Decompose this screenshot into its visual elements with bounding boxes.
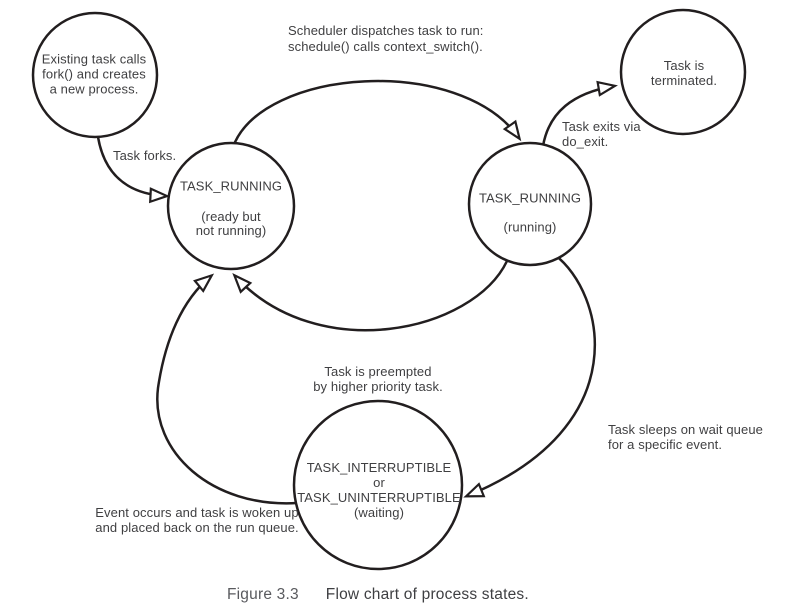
edge-event-occurs-arrow [156,273,298,505]
node-title-task-running-ready: TASK_RUNNING [179,178,283,194]
node-subtitle-task-running-ready: (ready but not running) [195,209,267,238]
state-circle-task-terminated [619,8,747,136]
edge-task-preempted-arrow [232,260,509,332]
edge-label-scheduler-dispatches: Scheduler dispatches task to run: schedu… [288,23,484,54]
edge-task-exits-arrow [541,80,618,147]
node-subtitle-task-running: (running) [503,219,557,235]
node-label-existing-task: Existing task calls fork() and creates a… [41,51,147,97]
edge-label-task-sleeps: Task sleeps on wait queue for a specific… [608,422,763,452]
state-circle-task-running [467,141,593,267]
figure-caption-text: Flow chart of process states. [325,586,529,603]
edge-label-task-exits: Task exits via do_exit. [562,119,641,149]
node-label-task-waiting: TASK_INTERRUPTIBLE or TASK_UNINTERRUPTIB… [297,460,461,520]
edge-task-forks-arrow [96,136,170,204]
edge-task-sleeps-arrow [463,254,596,498]
edge-scheduler-dispatches-arrow [231,79,522,148]
figure-caption: Figure 3.3 Flow chart of process states. [227,586,529,604]
figure-number: Figure 3.3 [227,586,299,603]
state-circle-task-waiting [292,399,464,571]
node-title-task-running: TASK_RUNNING [478,190,582,206]
state-circle-existing-task [31,11,159,139]
node-label-task-terminated: Task is terminated. [650,58,718,88]
edge-label-task-preempted: Task is preempted by higher priority tas… [313,364,443,394]
edge-label-task-forks: Task forks. [113,148,177,163]
state-circle-task-running-ready [166,141,296,271]
edge-label-event-occurs: Event occurs and task is woken up and pl… [95,505,299,535]
